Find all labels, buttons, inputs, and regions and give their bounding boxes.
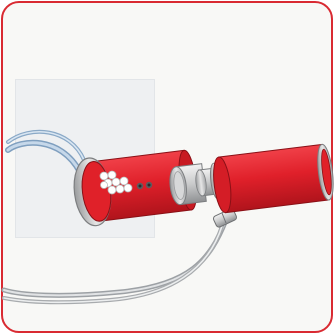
connector-body-right: [211, 144, 334, 214]
gray-cable: [4, 220, 226, 302]
blue-cable: [8, 132, 84, 172]
